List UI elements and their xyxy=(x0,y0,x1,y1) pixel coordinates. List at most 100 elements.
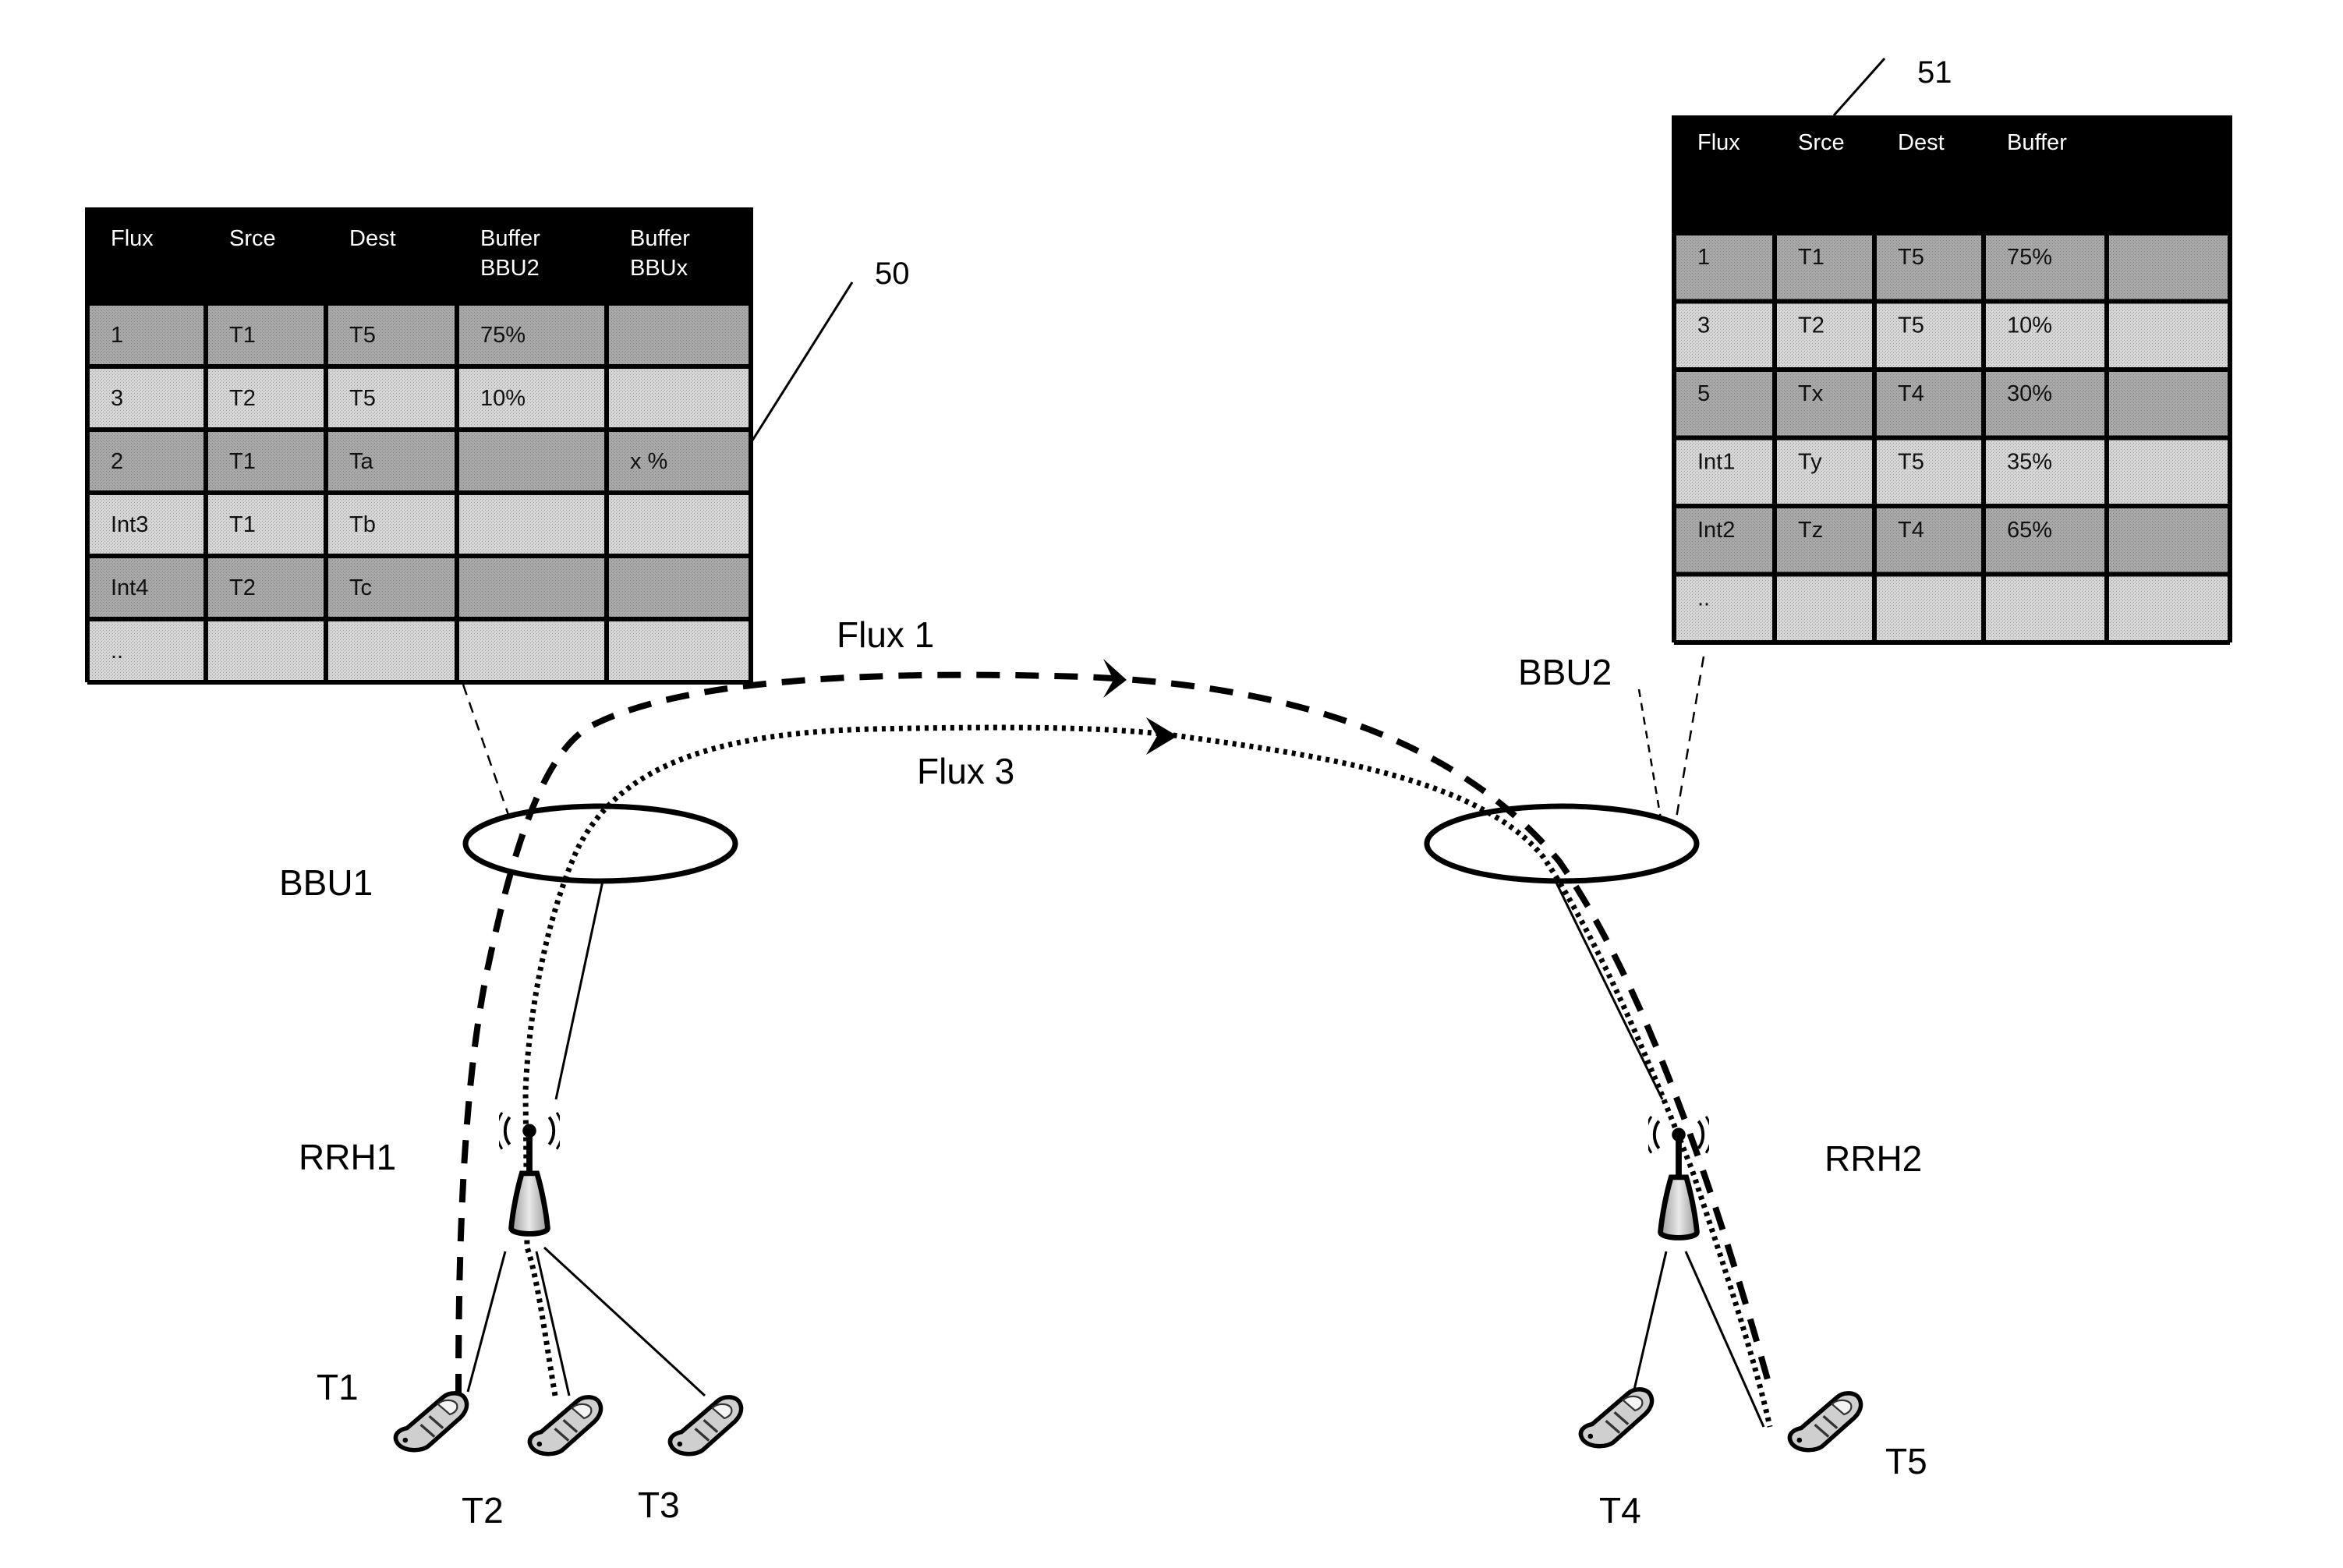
cell-texture xyxy=(1674,506,1775,575)
flux-3-arrowhead xyxy=(1146,717,1177,755)
column-header: Flux xyxy=(111,226,154,251)
cell-texture xyxy=(1674,574,1775,642)
cell-texture xyxy=(1874,437,1984,506)
cell-texture xyxy=(1874,506,1984,575)
bbu2-rrh2-link xyxy=(1554,880,1664,1100)
cell-texture xyxy=(87,493,206,556)
cell-value: Tx xyxy=(1798,381,1824,406)
cell-texture xyxy=(206,619,326,682)
cell-texture xyxy=(1775,574,1874,642)
rrh2-t5-link xyxy=(1684,1251,1765,1428)
terminal-t5-label: T5 xyxy=(1885,1441,1927,1481)
cell-value: T5 xyxy=(349,386,376,411)
cell-value: 10% xyxy=(480,386,526,411)
table-row: .. xyxy=(1674,574,2230,642)
cell-texture xyxy=(1984,437,2107,506)
cell-value: T2 xyxy=(1798,313,1824,338)
cell-texture xyxy=(326,493,457,556)
cell-texture xyxy=(607,366,751,430)
column-header: Dest xyxy=(349,226,396,251)
column-header: Dest xyxy=(1898,130,1945,155)
cell-texture xyxy=(457,556,607,619)
column-header: Flux xyxy=(1697,130,1740,155)
bbu1-ellipse xyxy=(462,803,738,884)
cell-value: 35% xyxy=(2007,450,2052,475)
cell-value: 30% xyxy=(2007,381,2052,406)
cell-texture xyxy=(1674,370,1775,438)
cell-texture xyxy=(2107,574,2230,642)
cell-value: T5 xyxy=(1898,245,1924,270)
flux-3-path xyxy=(522,724,1773,1428)
cell-texture xyxy=(1775,233,1874,302)
column-header: Buffer xyxy=(480,226,540,251)
cell-value: 2 xyxy=(111,449,123,474)
cell-value: Tc xyxy=(349,575,372,600)
cell-texture xyxy=(607,303,751,366)
cell-texture xyxy=(87,619,206,682)
column-header: BBU2 xyxy=(480,256,540,281)
rrh1-t2-link xyxy=(535,1251,571,1396)
cell-value: x % xyxy=(630,449,667,474)
cell-texture xyxy=(1984,233,2107,302)
cell-texture xyxy=(1984,370,2107,438)
rrh1-t1-link xyxy=(466,1251,507,1393)
cell-texture xyxy=(206,556,326,619)
cell-value: Int2 xyxy=(1697,518,1735,543)
cell-texture xyxy=(1984,506,2107,575)
cell-texture xyxy=(87,303,206,366)
terminal-t2-label: T2 xyxy=(462,1490,504,1531)
cell-value: 75% xyxy=(2007,245,2052,270)
reference-leader-50 xyxy=(749,281,854,444)
cell-value: Tz xyxy=(1798,518,1823,543)
cell-texture xyxy=(457,430,607,493)
cell-texture xyxy=(326,303,457,366)
terminal-t3-label: T3 xyxy=(638,1485,680,1525)
table-row: Int1 Ty T5 35% xyxy=(1674,437,2230,506)
cell-value: Int3 xyxy=(111,512,148,537)
bbu1-rrh1-link xyxy=(554,880,604,1100)
terminal-t1-phone-icon xyxy=(395,1393,466,1450)
cell-value: .. xyxy=(1697,586,1710,611)
cell-texture xyxy=(2107,301,2230,370)
rrh1-label: RRH1 xyxy=(299,1137,396,1177)
cell-texture xyxy=(2107,506,2230,575)
cell-value: T1 xyxy=(229,512,256,537)
cell-texture xyxy=(87,556,206,619)
cell-texture xyxy=(87,430,206,493)
flux-1-path xyxy=(455,671,1773,1398)
cell-value: 5 xyxy=(1697,381,1710,406)
cell-texture xyxy=(206,366,326,430)
cell-value: Int1 xyxy=(1697,450,1735,475)
cell-value: T2 xyxy=(229,386,256,411)
column-header: Srce xyxy=(229,226,276,251)
cell-value: T1 xyxy=(229,449,256,474)
cell-texture xyxy=(1674,437,1775,506)
cell-texture xyxy=(206,493,326,556)
cell-texture xyxy=(607,556,751,619)
table-row: Int3 T1 Tb xyxy=(87,493,751,556)
cell-texture xyxy=(457,619,607,682)
bbu2-label: BBU2 xyxy=(1518,652,1612,692)
cell-texture xyxy=(326,430,457,493)
column-header: BBUx xyxy=(630,256,688,281)
cell-value: Tb xyxy=(349,512,376,537)
terminal-t1-label: T1 xyxy=(317,1367,359,1407)
column-header: Srce xyxy=(1798,130,1845,155)
cell-value: Ty xyxy=(1798,450,1822,475)
cell-value: T5 xyxy=(1898,450,1924,475)
cell-texture xyxy=(1775,370,1874,438)
table-row: .. xyxy=(87,619,751,682)
cell-texture xyxy=(2107,233,2230,302)
cell-texture xyxy=(2107,437,2230,506)
bbu2-ellipse xyxy=(1424,803,1700,884)
cell-texture xyxy=(457,493,607,556)
bbu2-label-leader xyxy=(1637,688,1662,819)
